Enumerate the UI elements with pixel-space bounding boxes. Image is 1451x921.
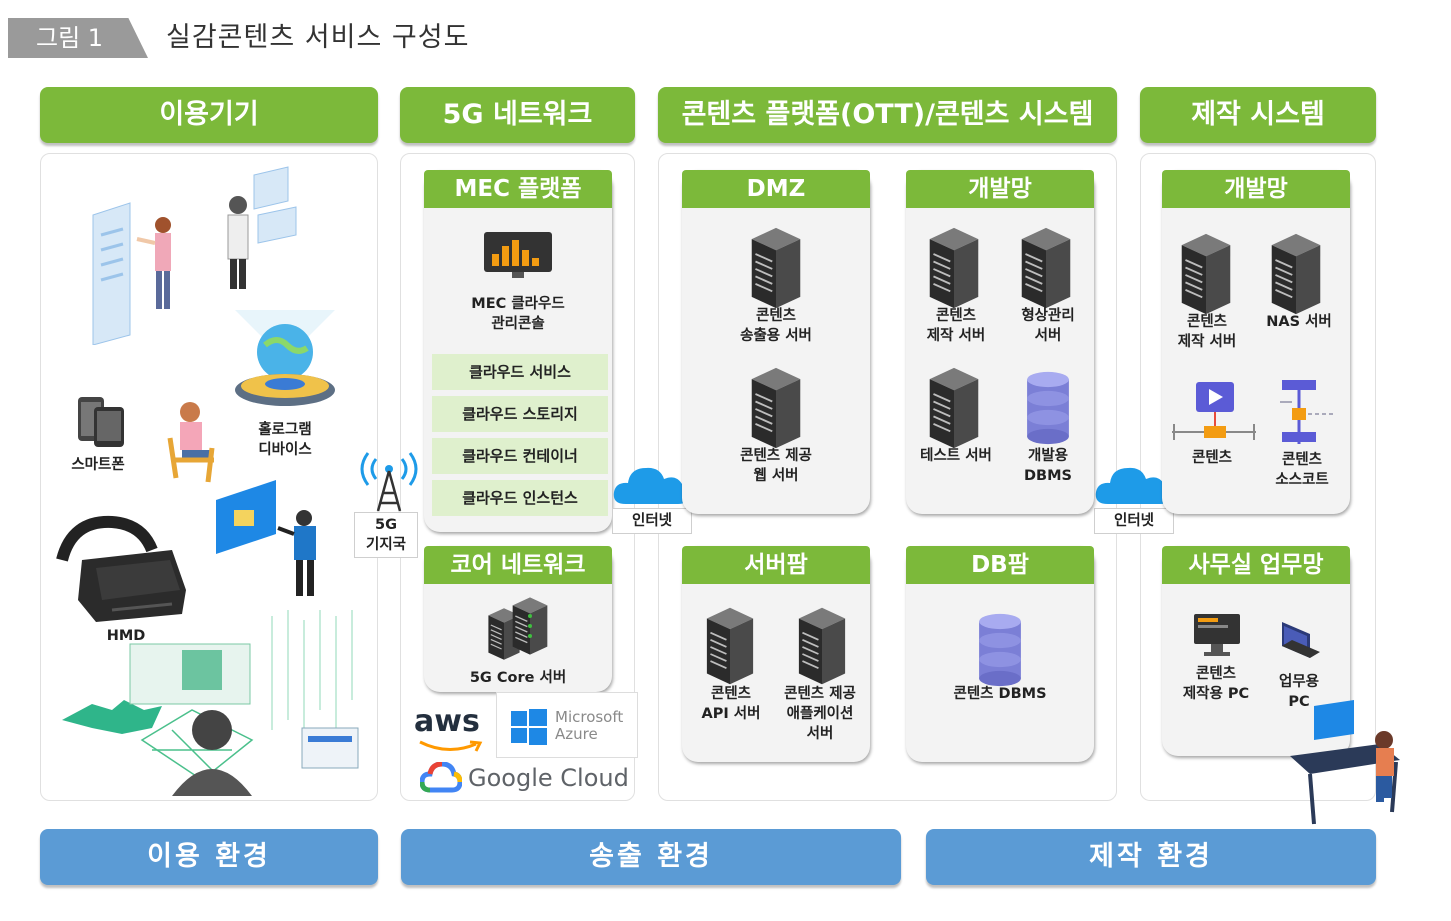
desktop-pc-icon bbox=[1194, 614, 1240, 656]
footer-use-environment: 이용 환경 bbox=[40, 829, 378, 885]
footer-production-environment: 제작 환경 bbox=[926, 829, 1376, 885]
aws-smile-icon bbox=[419, 740, 483, 752]
cloud-storage-item: 클라우드 스토리지 bbox=[432, 396, 608, 432]
server-icon bbox=[750, 226, 802, 310]
windows-logo-icon bbox=[511, 709, 547, 745]
dmz-streaming-server-label: 콘텐츠 송출용 서버 bbox=[740, 308, 812, 344]
header-devices: 이용기기 bbox=[40, 87, 378, 143]
laptop-icon bbox=[1282, 622, 1320, 658]
server-icon bbox=[1020, 226, 1072, 310]
video-editing-icon bbox=[1172, 382, 1256, 440]
dmz-web-server-label: 콘텐츠 제공 웹 서버 bbox=[740, 448, 812, 484]
server-icon bbox=[928, 366, 980, 450]
production-pc-label: 콘텐츠 제작용 PC bbox=[1182, 666, 1250, 702]
server-icon bbox=[928, 226, 980, 310]
production-dev-network-title: 개발망 bbox=[1162, 170, 1350, 208]
vr-interaction-user-illustration bbox=[216, 480, 316, 596]
ar-user-illustration bbox=[92, 202, 171, 345]
scientist-illustration bbox=[227, 166, 297, 289]
server-farm-title: 서버팜 bbox=[682, 546, 870, 584]
db-farm-title: DB팜 bbox=[906, 546, 1094, 584]
api-server-label: 콘텐츠 API 서버 bbox=[701, 686, 761, 722]
source-code-flow-icon bbox=[1280, 380, 1334, 444]
internet-label-2: 인터넷 bbox=[1094, 508, 1174, 534]
db-farm-panel: DB팜 콘텐츠 DBMS bbox=[906, 546, 1094, 762]
header-production-system: 제작 시스템 bbox=[1140, 87, 1376, 143]
smartphone-label: 스마트폰 bbox=[71, 457, 125, 473]
figure-title: 실감콘텐츠 서비스 구성도 bbox=[166, 22, 470, 53]
5g-base-station-label: 5G 기지국 bbox=[354, 512, 418, 558]
production-content-server-label: 콘텐츠 제작 서버 bbox=[1177, 314, 1237, 350]
cloud-container-item: 클라우드 컨테이너 bbox=[432, 438, 608, 474]
figure-number-tag: 그림 1 bbox=[8, 18, 148, 58]
google-cloud-logo: Google Cloud bbox=[468, 764, 629, 792]
hologram-device-label: 홀로그램 디바이스 bbox=[258, 422, 312, 458]
cloud-service-item: 클라우드 서비스 bbox=[432, 354, 608, 390]
app-server-label: 콘텐츠 제공 애플케이션 서버 bbox=[784, 686, 856, 742]
dmz-panel: DMZ 콘텐츠 송출용 서버 콘텐츠 제공 웹 서버 bbox=[682, 170, 870, 514]
server-icon bbox=[750, 366, 802, 450]
header-content-platform: 콘텐츠 플랫폼(OTT)/콘텐츠 시스템 bbox=[658, 87, 1117, 143]
source-code-label: 콘텐츠 소스코트 bbox=[1275, 452, 1329, 488]
aws-logo: aws bbox=[414, 704, 480, 739]
header-5g-network: 5G 네트워크 bbox=[400, 87, 635, 143]
monitor-chart-icon bbox=[484, 232, 552, 278]
server-icon bbox=[797, 606, 847, 686]
cloud-instance-item: 클라우드 인스턴스 bbox=[432, 480, 608, 516]
dev-test-server-label: 테스트 서버 bbox=[920, 448, 992, 464]
production-dev-network-panel: 개발망 콘텐츠 제작 서버 NAS 서버 콘텐츠 콘텐츠 소스코트 bbox=[1162, 170, 1350, 514]
content-asset-label: 콘텐츠 bbox=[1191, 450, 1233, 466]
5g-base-station-icon bbox=[360, 452, 418, 512]
5g-core-server-label: 5G Core 서버 bbox=[469, 670, 567, 686]
dmz-title: DMZ bbox=[682, 170, 870, 208]
azure-line2: Azure bbox=[555, 725, 598, 743]
office-worker-illustration bbox=[1290, 700, 1400, 825]
database-icon bbox=[1027, 371, 1069, 445]
office-network-title: 사무실 업무망 bbox=[1162, 546, 1350, 584]
dev-dbms-label: 개발용 DBMS bbox=[1024, 448, 1072, 484]
hologram-device-illustration bbox=[235, 310, 335, 406]
azure-line1: Microsoft bbox=[555, 708, 624, 726]
database-icon bbox=[979, 613, 1021, 687]
office-pc-label: 업무용 PC bbox=[1278, 674, 1320, 710]
google-cloud-icon bbox=[420, 762, 462, 793]
azure-logo-box: Microsoft Azure bbox=[496, 692, 638, 758]
core-network-panel: 코어 네트워크 5G Core 서버 bbox=[424, 546, 612, 692]
dev-content-server-label: 콘텐츠 제작 서버 bbox=[926, 308, 986, 344]
server-icon bbox=[705, 606, 755, 686]
hmd-headset-icon bbox=[56, 515, 186, 622]
mec-platform-panel: MEC 플랫폼 MEC 클라우드 관리콘솔 클라우드 서비스 클라우드 스토리지… bbox=[424, 170, 612, 532]
mec-platform-title: MEC 플랫폼 bbox=[424, 170, 612, 208]
platform-dev-network-title: 개발망 bbox=[906, 170, 1094, 208]
dev-config-server-label: 형상관리 서버 bbox=[1021, 308, 1075, 344]
vr-chair-user-illustration bbox=[167, 402, 215, 483]
digital-twin-scene-illustration bbox=[62, 610, 359, 796]
core-network-title: 코어 네트워크 bbox=[424, 546, 612, 584]
hmd-label: HMD bbox=[106, 628, 146, 644]
platform-dev-network-panel: 개발망 콘텐츠 제작 서버 형상관리 서버 테스트 서버 개발용 DBMS bbox=[906, 170, 1094, 514]
footer-broadcast-environment: 송출 환경 bbox=[401, 829, 901, 885]
server-icon bbox=[1180, 232, 1232, 316]
nas-server-label: NAS 서버 bbox=[1266, 314, 1332, 330]
server-icon bbox=[1270, 232, 1322, 316]
internet-label-1: 인터넷 bbox=[612, 508, 692, 534]
core-server-rack-icon bbox=[487, 596, 549, 661]
mec-console-label: MEC 클라우드 관리콘솔 bbox=[471, 296, 565, 332]
smartphone-icon bbox=[78, 397, 124, 447]
content-dbms-label: 콘텐츠 DBMS bbox=[953, 686, 1047, 702]
server-farm-panel: 서버팜 콘텐츠 API 서버 콘텐츠 제공 애플케이션 서버 bbox=[682, 546, 870, 762]
internet-cloud-icon bbox=[613, 467, 691, 504]
